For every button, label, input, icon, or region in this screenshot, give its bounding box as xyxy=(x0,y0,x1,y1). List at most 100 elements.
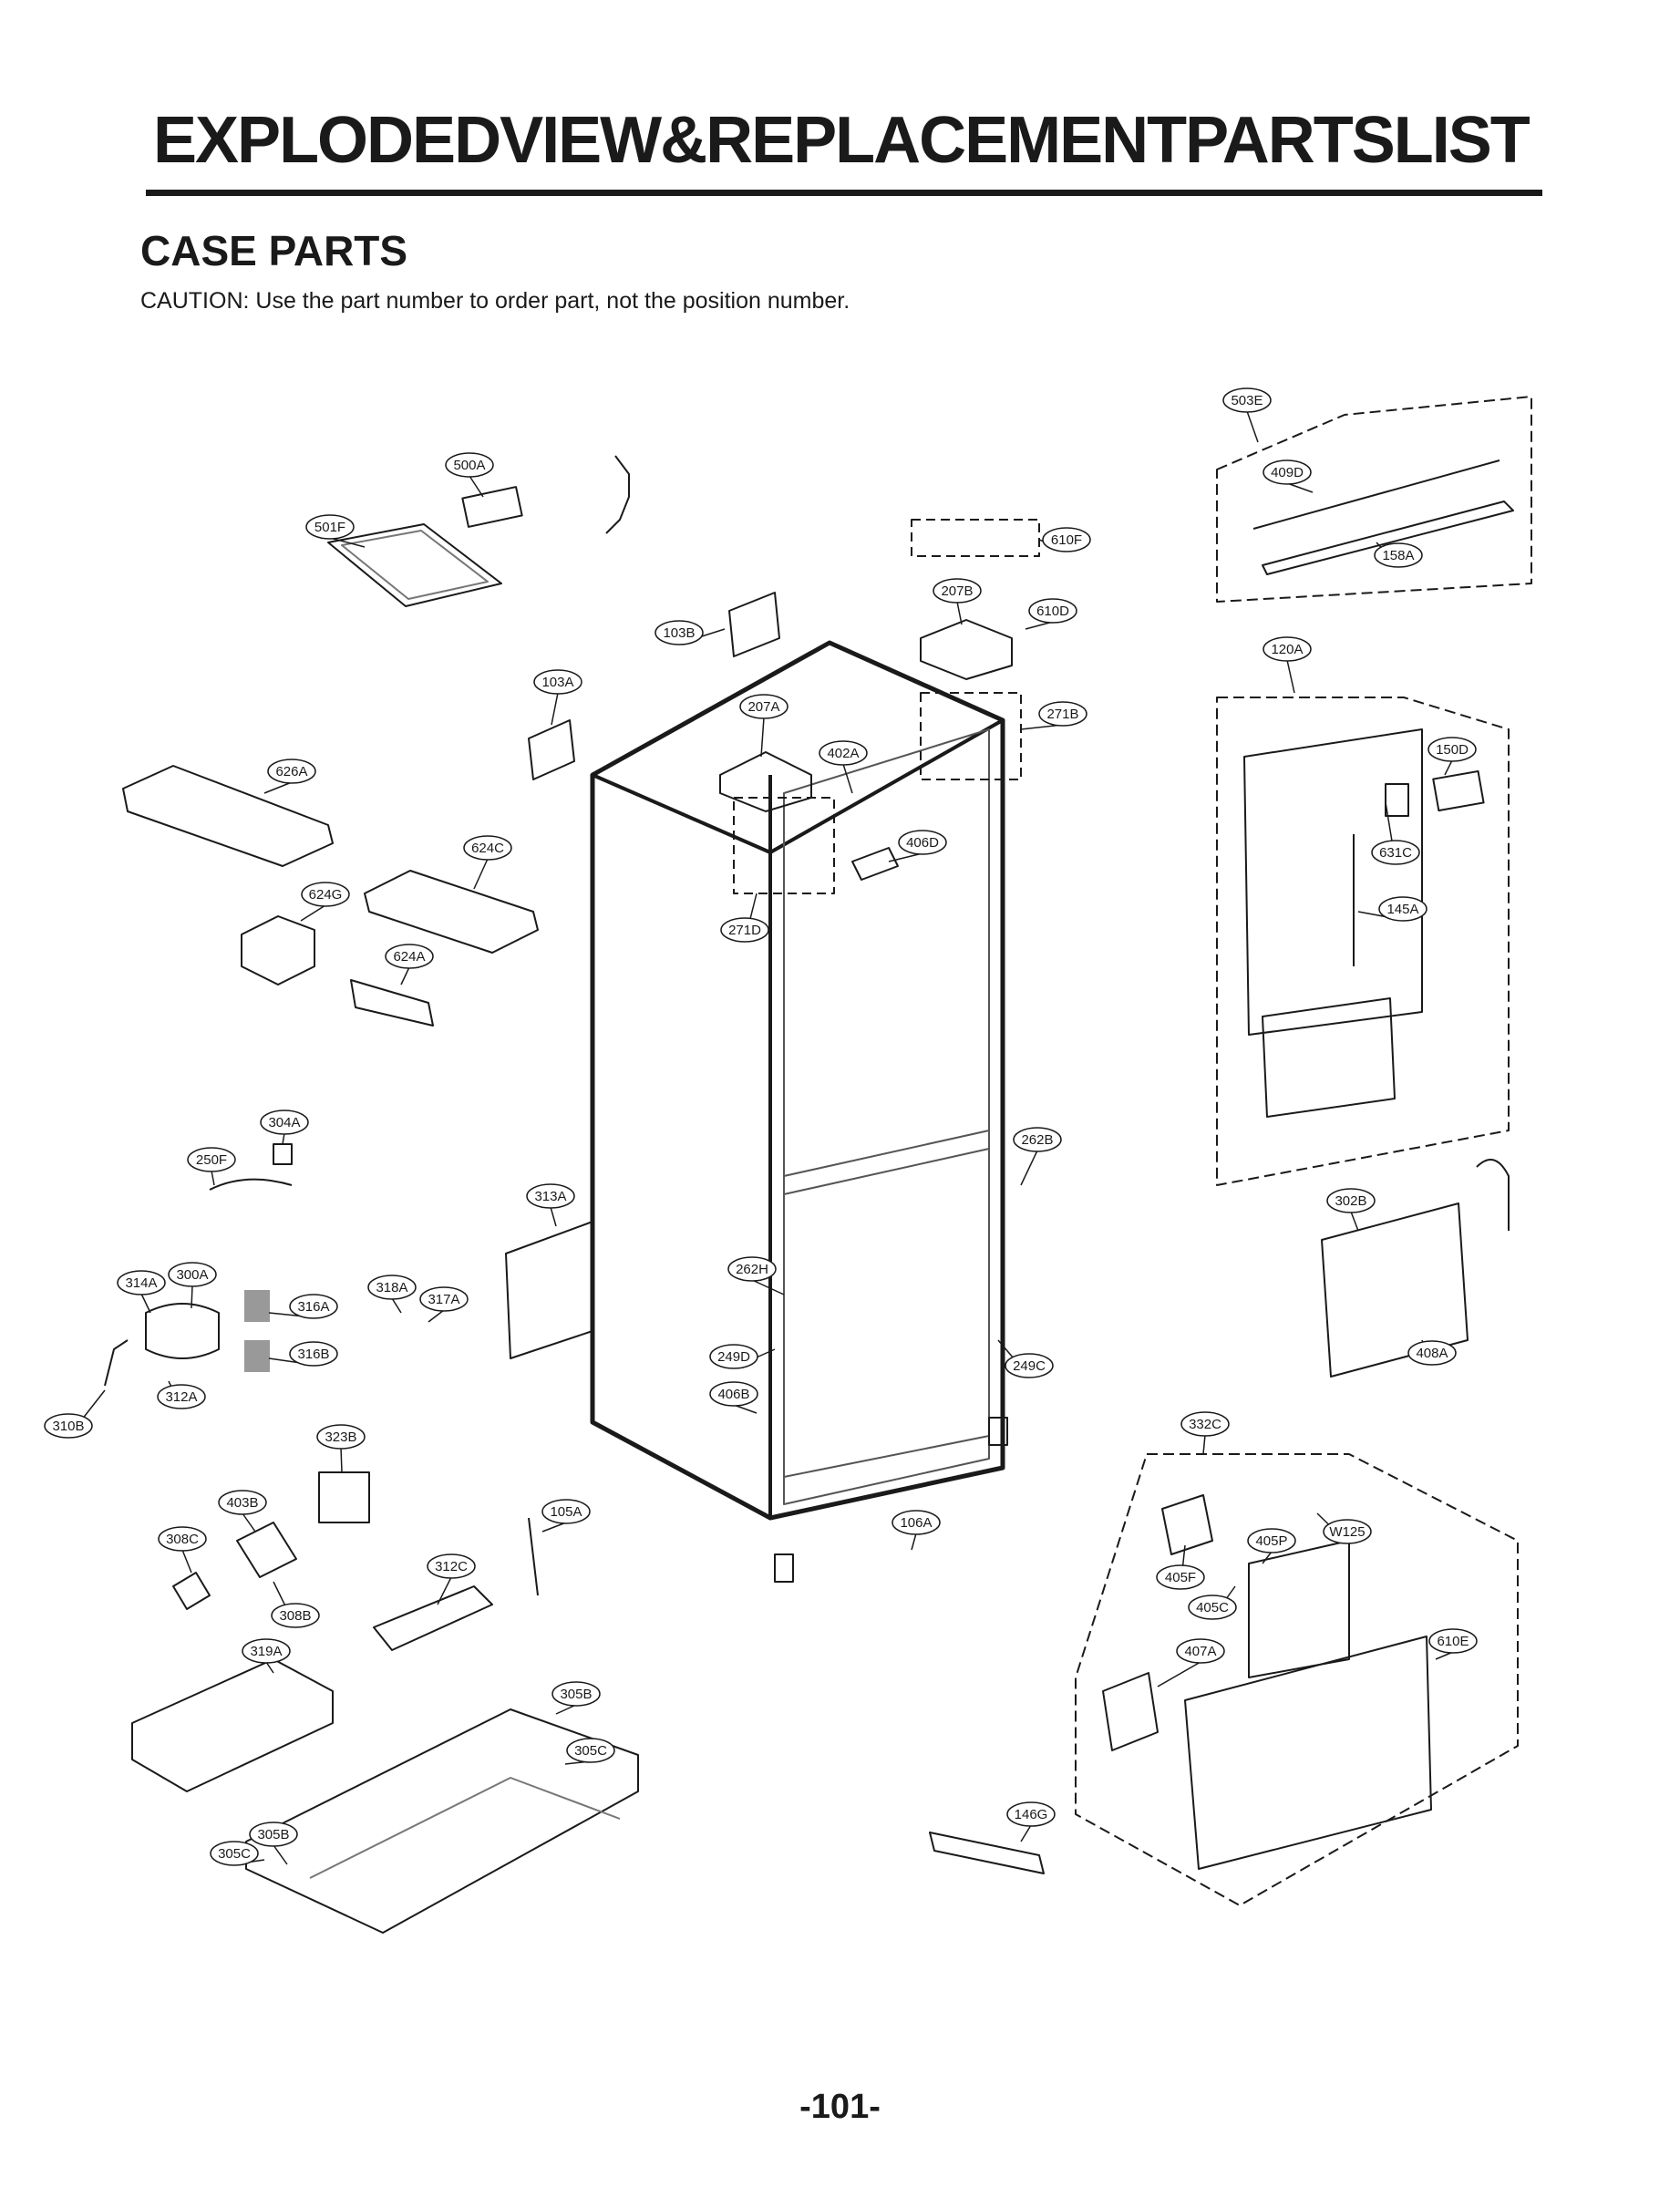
callout-label: 405F xyxy=(1165,1570,1196,1585)
callout-leader xyxy=(888,852,923,862)
part-146g-handle xyxy=(929,1832,1045,1874)
callout-label: 305B xyxy=(257,1827,289,1842)
part-120a-group-box xyxy=(1216,697,1510,1186)
part-624a-filter xyxy=(350,979,434,1027)
callout-label: 262B xyxy=(1021,1132,1053,1148)
callout-leader xyxy=(1286,482,1314,493)
callout-label: 408A xyxy=(1416,1346,1448,1361)
callout-leader xyxy=(428,1309,445,1323)
callout-bubble xyxy=(445,452,494,478)
part-313a-cover xyxy=(505,1221,593,1359)
callout-leader xyxy=(842,763,853,794)
callout-bubble xyxy=(654,620,704,645)
callout-bubble xyxy=(1180,1411,1230,1437)
callout-120a: 120A xyxy=(1263,636,1312,694)
cabinet-shelf xyxy=(783,1130,990,1195)
callout-bubble xyxy=(526,1183,575,1209)
callout-label: 314A xyxy=(125,1275,157,1291)
part-310b-tube xyxy=(104,1339,129,1387)
callout-label: 624G xyxy=(309,887,343,903)
callout-308c: 308C xyxy=(158,1526,207,1574)
callout-312a: 312A xyxy=(157,1380,206,1409)
callout-leader xyxy=(400,966,410,986)
callout-bubble xyxy=(301,882,350,907)
callout-bubble xyxy=(260,1109,309,1135)
callout-bubble xyxy=(419,1286,469,1312)
callout-label: 158A xyxy=(1382,548,1414,563)
part-302b-pipes xyxy=(1476,1159,1510,1231)
callout-146g: 146G xyxy=(1006,1801,1056,1842)
part-105a-tube xyxy=(528,1517,539,1596)
callout-label: 103A xyxy=(541,675,573,690)
callout-leader xyxy=(469,475,484,498)
callout-bubble xyxy=(117,1270,166,1295)
callout-500a: 500A xyxy=(445,452,494,498)
callout-label: 313A xyxy=(534,1189,566,1204)
part-308c-motor xyxy=(172,1572,211,1610)
cabinet-floor xyxy=(783,1435,990,1478)
callout-label: 626A xyxy=(275,764,307,779)
callout-label: 318A xyxy=(376,1280,407,1295)
callout-106a: 106A xyxy=(892,1510,941,1551)
callout-624c: 624C xyxy=(463,835,512,890)
part-501f-inner xyxy=(341,530,489,600)
part-501f-cover xyxy=(327,523,502,607)
part-624g-holder xyxy=(241,915,315,986)
callout-249c: 249C xyxy=(997,1339,1054,1378)
callout-label: 207A xyxy=(747,699,779,715)
callout-bubble xyxy=(168,1262,217,1287)
callout-405f: 405F xyxy=(1156,1544,1205,1590)
callout-label: 305C xyxy=(574,1743,607,1759)
callout-262h: 262H xyxy=(727,1256,785,1295)
callout-249d: 249D xyxy=(709,1344,776,1369)
callout-406d: 406D xyxy=(888,830,947,862)
caution-note: CAUTION: Use the part number to order pa… xyxy=(140,288,850,314)
callout-label: 624C xyxy=(471,841,504,856)
callout-bubble xyxy=(1013,1127,1062,1152)
callout-bubble xyxy=(1326,1188,1376,1213)
callout-158a: 158A xyxy=(1374,542,1423,568)
part-319a-frame xyxy=(131,1658,334,1792)
part-207b-bracket xyxy=(920,619,1013,680)
callout-bubble xyxy=(1188,1595,1237,1620)
callout-207b: 207B xyxy=(933,578,982,625)
callout-103a: 103A xyxy=(533,669,582,726)
callout-bubble xyxy=(1247,1528,1296,1553)
callout-406b: 406B xyxy=(709,1381,758,1414)
part-316b-block xyxy=(244,1340,270,1372)
callout-leader xyxy=(1246,410,1259,443)
callout-bubble xyxy=(427,1553,476,1579)
callout-label: 305B xyxy=(560,1687,592,1702)
callout-leader xyxy=(956,601,963,625)
callout-leader xyxy=(300,904,326,922)
callout-label: 249C xyxy=(1013,1358,1046,1374)
callout-label: 610D xyxy=(1036,604,1069,619)
part-302b-evaporator xyxy=(1321,1202,1469,1378)
callout-leader xyxy=(1262,1551,1273,1564)
title-rule xyxy=(146,190,1542,196)
callout-bubble xyxy=(1176,1638,1225,1664)
callout-bubble xyxy=(187,1147,236,1172)
part-323b-condenser xyxy=(318,1471,370,1523)
part-base-grille xyxy=(309,1777,621,1879)
part-406d-bracket xyxy=(851,847,899,881)
callout-bubble xyxy=(1028,598,1077,624)
part-103a-block xyxy=(528,719,575,780)
callout-bubble xyxy=(1006,1801,1056,1827)
callout-bubble xyxy=(1407,1340,1457,1366)
section-title: CASE PARTS xyxy=(140,227,408,274)
callout-leader xyxy=(911,1533,917,1551)
callout-label: 319A xyxy=(250,1644,282,1659)
callout-610e: 610E xyxy=(1428,1628,1478,1660)
callout-leader xyxy=(541,1522,567,1533)
callout-leader xyxy=(265,1661,274,1674)
callout-bubble xyxy=(739,694,788,719)
callout-305c: 305C xyxy=(564,1738,615,1765)
callout-leader xyxy=(211,1170,215,1186)
cabinet-outline xyxy=(590,640,1005,1521)
callout-145a: 145A xyxy=(1357,896,1427,922)
callout-leader xyxy=(391,1297,402,1314)
part-120a-duct xyxy=(1262,997,1396,1118)
part-610f-box xyxy=(911,519,1040,557)
part-base-plate xyxy=(245,1708,639,1934)
